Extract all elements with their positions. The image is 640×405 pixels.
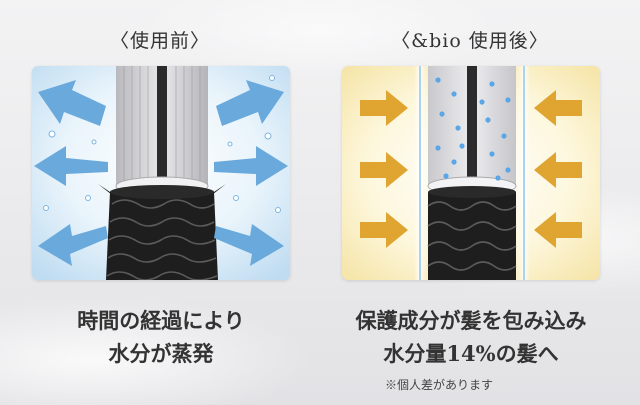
before-illustration <box>32 66 290 280</box>
before-caption-line2: 水分が蒸発 <box>108 341 214 366</box>
individual-difference-note: ※個人差があります <box>385 378 494 392</box>
before-caption-line1: 時間の経過により <box>77 308 245 333</box>
protective-line-left <box>419 66 421 280</box>
before-panel <box>32 66 290 280</box>
hair-cross-section-icon <box>98 66 226 280</box>
hair-cross-section-icon <box>427 66 517 280</box>
arrow-outward-icon <box>34 80 108 266</box>
after-caption-line1: 保護成分が髪を包み込み <box>355 308 587 333</box>
before-caption: 時間の経過により 水分が蒸発 <box>1 304 321 370</box>
after-caption-line2: 水分量14%の髪へ <box>383 341 559 366</box>
after-title: 〈&bio 使用後〉 <box>391 30 549 52</box>
arrow-outward-icon <box>214 80 288 266</box>
before-title: 〈使用前〉 <box>109 30 210 52</box>
water-dot-icon <box>435 77 511 181</box>
after-panel <box>342 66 600 280</box>
protective-line-right <box>523 66 525 280</box>
arrow-inward-icon <box>534 90 582 248</box>
arrow-inward-icon <box>360 90 408 248</box>
after-caption: 保護成分が髪を包み込み 水分量14%の髪へ <box>311 304 631 370</box>
water-dot-icon <box>43 75 281 213</box>
after-illustration <box>342 66 600 280</box>
